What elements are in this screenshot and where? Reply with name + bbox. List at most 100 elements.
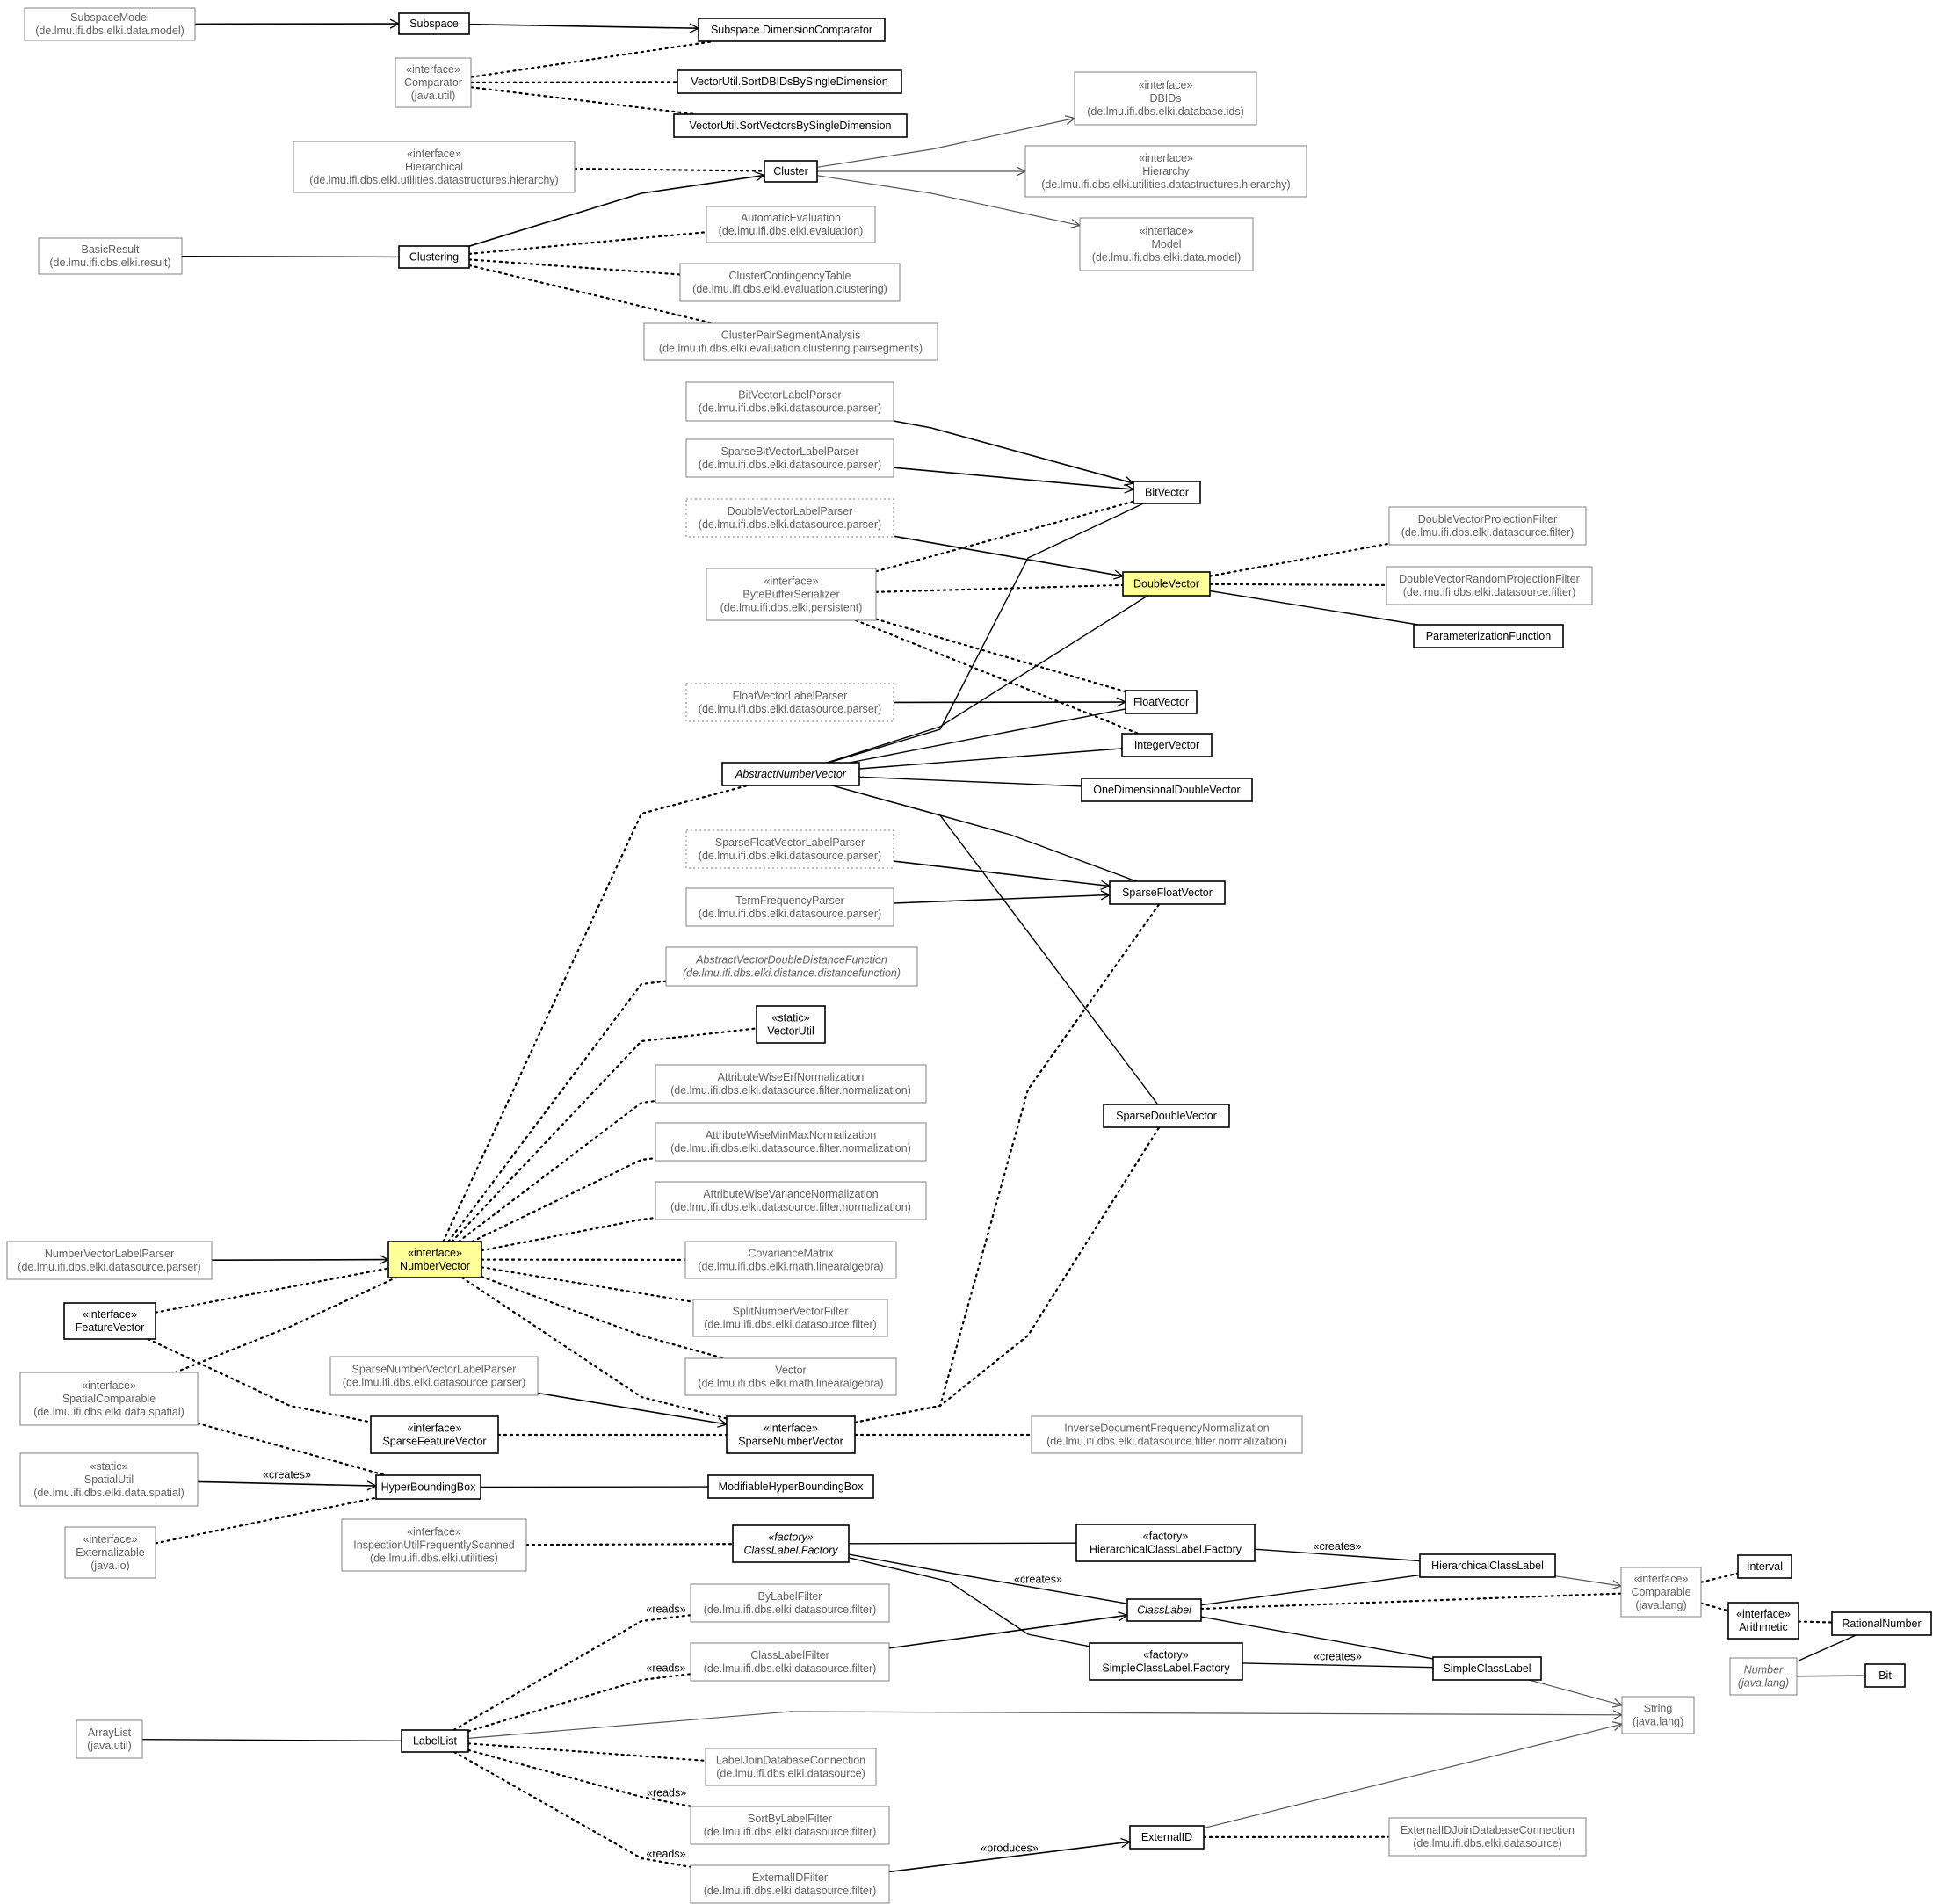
class-node-automatic-evaluation[interactable]: AutomaticEvaluation(de.lmu.ifi.dbs.elki.… — [706, 206, 876, 243]
class-node-subspace[interactable]: Subspace — [398, 12, 470, 35]
class-node-hierarchical-class-label[interactable]: HierarchicalClassLabel — [1419, 1553, 1556, 1578]
edge-AbstractNumberVector-to-FloatVector — [849, 708, 1126, 764]
class-node-vector[interactable]: Vector(de.lmu.ifi.dbs.elki.math.linearal… — [684, 1357, 897, 1396]
class-node-vector-util-sort-d-b-i-ds[interactable]: VectorUtil.SortDBIDsBySingleDimension — [677, 69, 902, 94]
edge-Comparator-to-VectorUtilSortDBIDs — [469, 81, 679, 84]
class-node-by-label-filter[interactable]: ByLabelFilter(de.lmu.ifi.dbs.elki.dataso… — [690, 1583, 890, 1623]
class-node-double-vector[interactable]: DoubleVector — [1122, 571, 1211, 597]
class-node-rational-number[interactable]: RationalNumber — [1831, 1611, 1932, 1636]
class-node-hierarchy[interactable]: «interface»Hierarchy(de.lmu.ifi.dbs.elki… — [1024, 145, 1307, 198]
class-node-sort-by-label-filter[interactable]: SortByLabelFilter(de.lmu.ifi.dbs.elki.da… — [690, 1806, 890, 1845]
class-node-clustering[interactable]: Clustering — [398, 245, 470, 269]
class-node-cluster-pair-segment-analysis[interactable]: ClusterPairSegmentAnalysis(de.lmu.ifi.db… — [643, 322, 938, 361]
class-node-float-vector-label-parser[interactable]: FloatVectorLabelParser(de.lmu.ifi.dbs.el… — [685, 683, 894, 722]
class-node-interval[interactable]: Interval — [1737, 1554, 1792, 1579]
class-node-sparse-float-vector[interactable]: SparseFloatVector — [1109, 880, 1226, 905]
package-label: (java.lang) — [1738, 1677, 1789, 1690]
class-node-model[interactable]: «interface»Model(de.lmu.ifi.dbs.elki.dat… — [1079, 217, 1254, 271]
class-node-sparse-bit-vector-label-parser[interactable]: SparseBitVectorLabelParser(de.lmu.ifi.db… — [685, 438, 894, 478]
class-name-label: AbstractVectorDoubleDistanceFunction — [695, 954, 887, 966]
class-node-vector-util[interactable]: «static»VectorUtil — [756, 1005, 826, 1044]
class-node-term-frequency-parser[interactable]: TermFrequencyParser(de.lmu.ifi.dbs.elki.… — [685, 887, 894, 927]
class-box — [1121, 733, 1213, 757]
class-node-class-label-factory[interactable]: «factory»ClassLabel.Factory — [732, 1524, 850, 1563]
class-node-split-number-vector-filter[interactable]: SplitNumberVectorFilter(de.lmu.ifi.dbs.e… — [692, 1299, 888, 1337]
class-node-hierarchical-iface[interactable]: «interface»Hierarchical(de.lmu.ifi.dbs.e… — [293, 141, 576, 193]
class-node-integer-vector[interactable]: IntegerVector — [1121, 733, 1213, 757]
class-name-label: SortByLabelFilter — [748, 1813, 832, 1825]
class-node-parameterization-function[interactable]: ParameterizationFunction — [1413, 624, 1564, 648]
class-node-bit-vector[interactable]: BitVector — [1133, 481, 1201, 504]
class-node-double-vector-random-projection-filter[interactable]: DoubleVectorRandomProjectionFilter(de.lm… — [1386, 566, 1593, 605]
class-node-external-i-d-join-database-connection[interactable]: ExternalIDJoinDatabaseConnection(de.lmu.… — [1388, 1817, 1587, 1857]
class-node-abstract-number-vector[interactable]: AbstractNumberVector — [721, 762, 860, 786]
class-box — [707, 1474, 874, 1499]
class-node-hyper-bounding-box[interactable]: HyperBoundingBox — [375, 1474, 481, 1500]
class-node-sparse-double-vector[interactable]: SparseDoubleVector — [1103, 1104, 1230, 1128]
class-node-sparse-float-vector-label-parser[interactable]: SparseFloatVectorLabelParser(de.lmu.ifi.… — [685, 829, 894, 869]
edge-HierarchicalClassLabel-to-Comparable — [1554, 1575, 1621, 1586]
class-node-sparse-number-vector-label-parser[interactable]: SparseNumberVectorLabelParser(de.lmu.ifi… — [329, 1356, 539, 1396]
class-node-modifiable-hyper-bounding-box[interactable]: ModifiableHyperBoundingBox — [707, 1474, 874, 1499]
class-node-array-list[interactable]: ArrayList(java.util) — [76, 1719, 143, 1759]
class-node-number-vector[interactable]: «interface»NumberVector — [387, 1241, 482, 1278]
class-node-subspace-model[interactable]: SubspaceModel(de.lmu.ifi.dbs.elki.data.m… — [24, 7, 196, 41]
class-name-label: DBIDs — [1149, 92, 1181, 105]
class-node-bit-vector-label-parser[interactable]: BitVectorLabelParser(de.lmu.ifi.dbs.elki… — [685, 381, 894, 422]
class-node-externalizable[interactable]: «interface»Externalizable(java.io) — [64, 1526, 156, 1579]
class-name-label: AttributeWiseMinMaxNormalization — [706, 1129, 877, 1141]
class-node-comparable[interactable]: «interface»Comparable(java.lang) — [1620, 1567, 1702, 1618]
class-node-double-vector-projection-filter[interactable]: DoubleVectorProjectionFilter(de.lmu.ifi.… — [1388, 506, 1587, 546]
class-node-inverse-document-frequency-normalization[interactable]: InverseDocumentFrequencyNormalization(de… — [1031, 1415, 1303, 1454]
class-name-label: InverseDocumentFrequencyNormalization — [1064, 1423, 1269, 1435]
class-node-byte-buffer-serializer[interactable]: «interface»ByteBufferSerializer(de.lmu.i… — [706, 568, 877, 621]
class-node-attribute-wise-min-max-normalization[interactable]: AttributeWiseMinMaxNormalization(de.lmu.… — [655, 1122, 927, 1162]
class-box — [76, 1719, 143, 1759]
class-node-class-label[interactable]: ClassLabel — [1126, 1598, 1202, 1622]
class-node-label-list[interactable]: LabelList — [401, 1729, 469, 1753]
class-node-hierarchical-class-label-factory[interactable]: «factory»HierarchicalClassLabel.Factory — [1075, 1524, 1256, 1562]
class-node-basic-result[interactable]: BasicResult(de.lmu.ifi.dbs.elki.result) — [38, 237, 183, 275]
class-node-covariance-matrix[interactable]: CovarianceMatrix(de.lmu.ifi.dbs.elki.mat… — [684, 1241, 897, 1279]
class-node-feature-vector[interactable]: «interface»FeatureVector — [63, 1302, 156, 1340]
class-node-bit[interactable]: Bit — [1864, 1663, 1906, 1688]
class-node-one-dimensional-double-vector[interactable]: OneDimensionalDoubleVector — [1081, 778, 1253, 802]
edge-Externalizable-to-HyperBoundingBox — [154, 1496, 378, 1545]
class-node-number[interactable]: Number(java.lang) — [1729, 1657, 1798, 1696]
class-node-simple-class-label[interactable]: SimpleClassLabel — [1432, 1656, 1542, 1681]
class-node-d-b-i-ds[interactable]: «interface»DBIDs(de.lmu.ifi.dbs.elki.dat… — [1074, 71, 1257, 126]
class-node-arithmetic[interactable]: «interface»Arithmetic — [1727, 1602, 1799, 1640]
class-box — [1031, 1415, 1303, 1454]
class-node-simple-class-label-factory[interactable]: «factory»SimpleClassLabel.Factory — [1089, 1642, 1243, 1681]
class-node-float-vector[interactable]: FloatVector — [1125, 690, 1198, 714]
class-node-abstract-vector-double-distance-function[interactable]: AbstractVectorDoubleDistanceFunction(de.… — [665, 946, 918, 987]
edge-SpatialComparable-to-NumberVector — [174, 1276, 397, 1374]
class-node-cluster[interactable]: Cluster — [764, 160, 818, 183]
class-node-sparse-feature-vector[interactable]: «interface»SparseFeatureVector — [370, 1415, 499, 1454]
class-node-class-label-filter[interactable]: ClassLabelFilter(de.lmu.ifi.dbs.elki.dat… — [690, 1642, 890, 1682]
class-node-cluster-contingency-table[interactable]: ClusterContingencyTable(de.lmu.ifi.dbs.e… — [679, 263, 901, 302]
package-label: (de.lmu.ifi.dbs.elki.datasource) — [716, 1768, 865, 1780]
class-node-vector-util-sort-vectors[interactable]: VectorUtil.SortVectorsBySingleDimension — [673, 113, 908, 138]
class-node-number-vector-label-parser[interactable]: NumberVectorLabelParser(de.lmu.ifi.dbs.e… — [6, 1241, 213, 1280]
class-node-comparator[interactable]: «interface»Comparator(java.util) — [395, 57, 472, 108]
class-node-spatial-util[interactable]: «static»SpatialUtil(de.lmu.ifi.dbs.elki.… — [19, 1452, 199, 1507]
edge-NumberVector-to-AttributeWiseErfNormalization — [457, 1099, 657, 1243]
class-node-label-join-database-connection[interactable]: LabelJoinDatabaseConnection(de.lmu.ifi.d… — [705, 1748, 877, 1786]
class-node-spatial-comparable[interactable]: «interface»SpatialComparable(de.lmu.ifi.… — [19, 1372, 199, 1426]
class-name-label: HierarchicalClassLabel — [1431, 1560, 1544, 1572]
class-node-sparse-number-vector[interactable]: «interface»SparseNumberVector — [726, 1415, 856, 1454]
class-node-external-i-d[interactable]: ExternalID — [1129, 1825, 1205, 1850]
package-label: (de.lmu.ifi.dbs.elki.utilities.datastruc… — [1041, 178, 1290, 191]
class-node-attribute-wise-variance-normalization[interactable]: AttributeWiseVarianceNormalization(de.lm… — [655, 1181, 927, 1220]
class-node-attribute-wise-erf-normalization[interactable]: AttributeWiseErfNormalization(de.lmu.ifi… — [655, 1064, 927, 1104]
package-label: (de.lmu.ifi.dbs.elki.persistent) — [720, 602, 863, 614]
class-node-external-i-d-filter[interactable]: ExternalIDFilter(de.lmu.ifi.dbs.elki.dat… — [690, 1864, 890, 1904]
class-name-label: Arithmetic — [1739, 1621, 1788, 1633]
class-node-string[interactable]: String(java.lang) — [1621, 1696, 1695, 1734]
class-node-double-vector-label-parser[interactable]: DoubleVectorLabelParser(de.lmu.ifi.dbs.e… — [685, 498, 894, 538]
package-label: (de.lmu.ifi.dbs.elki.datasource.filter) — [704, 1604, 877, 1616]
class-box — [19, 1452, 199, 1507]
class-node-subspace-dimension-comparator[interactable]: Subspace.DimensionComparator — [698, 18, 886, 42]
class-node-inspection-util-frequently-scanned[interactable]: «interface»InspectionUtilFrequentlyScann… — [341, 1518, 527, 1572]
